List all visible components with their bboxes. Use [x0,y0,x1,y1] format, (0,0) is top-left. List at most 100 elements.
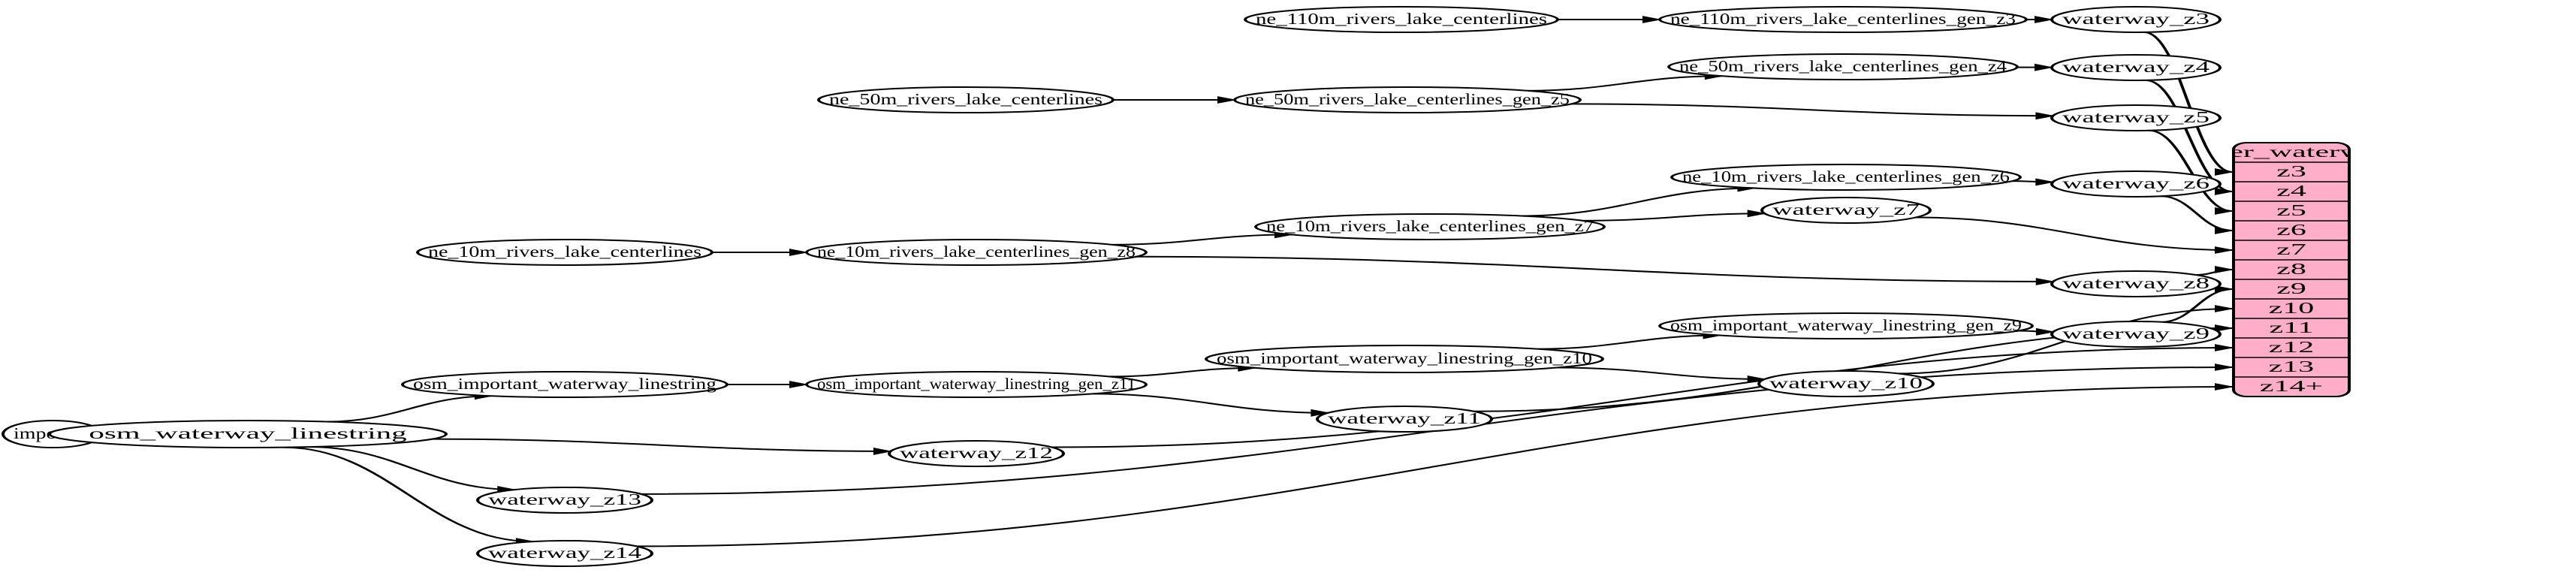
node-osm_important_waterway_linestring_gen_z11[interactable]: osm_important_waterway_linestring_gen_z1… [805,371,1148,398]
edge-arrowhead [2035,327,2056,336]
node-label: ne_10m_rivers_lake_centerlines_gen_z8 [817,243,1136,260]
edge-arrowhead [2215,344,2234,351]
node-waterway_z3[interactable]: waterway_z3 [2050,6,2222,33]
record-border [2232,142,2351,397]
node-shape [1658,6,2028,33]
node-label: waterway_z7 [1772,201,1920,218]
edge-arrowhead [2215,266,2234,273]
edge-osm_important_waterway_linestring_gen_z11-to-waterway_z11 [1092,393,1329,414]
record-row-hit-z13[interactable] [2234,357,2349,377]
record-row-hit-z10[interactable] [2234,299,2349,318]
edge-waterway_z7-to-layer_waterway_z7 [1915,216,2233,251]
node-osm_important_waterway_linestring_gen_z10[interactable]: osm_important_waterway_linestring_gen_z1… [1205,345,1604,373]
record-row-z8: z8 [2276,260,2306,277]
node-label: ne_50m_rivers_lake_centerlines_gen_z4 [1679,57,2007,74]
node-shape [1254,213,1606,240]
node-label: waterway_z14 [488,544,641,561]
edge-arrowhead [2215,285,2234,293]
node-waterway_z14[interactable]: waterway_z14 [476,540,653,567]
edge-arrowhead [789,381,809,388]
record-node-layer-waterway: layer_waterwayz3z4z5z6z7z8z9z10z11z12z13… [2234,143,2349,397]
edge-osm_waterway_linestring-to-waterway_z14 [283,446,533,543]
record-row-hit-z11[interactable] [2234,318,2349,338]
edge-arrowhead [2215,305,2234,312]
node-label: osm_important_waterway_linestring [413,375,716,392]
record-row-hit-z6[interactable] [2234,221,2349,240]
edge-arrowhead [1747,210,1767,218]
record-row-hit-z12[interactable] [2234,338,2349,357]
node-shape [2050,6,2222,33]
node-osm_important_waterway_linestring[interactable]: osm_important_waterway_linestring [401,371,728,398]
node-label: ne_110m_rivers_lake_centerlines_gen_z3 [1670,10,2016,27]
node-shape [2050,170,2222,198]
edge-arrowhead [2215,246,2234,254]
edge-waterway_z12-to-layer_waterway_z12 [1051,347,2233,448]
edge-osm_waterway_linestring-to-waterway_z12 [432,438,891,452]
node-waterway_z13[interactable]: waterway_z13 [476,487,653,514]
edge-arrowhead [2035,178,2056,186]
node-waterway_z6[interactable]: waterway_z6 [2050,170,2222,198]
record-row-hit-z4[interactable] [2234,182,2349,201]
edge-waterway_z5-to-layer_waterway_z5 [2148,129,2233,212]
node-shape [817,86,1115,113]
record-row-hit-z5[interactable] [2234,201,2349,221]
node-waterway_z5[interactable]: waterway_z5 [2050,104,2222,131]
node-waterway_z11[interactable]: waterway_z11 [1316,406,1493,433]
record-row-hit-z9[interactable] [2234,279,2349,299]
record-background [2234,143,2349,397]
record-row-z12: z12 [2269,338,2315,355]
node-label: ne_10m_rivers_lake_centerlines_gen_z6 [1682,167,2010,185]
edge-arrowhead [789,249,809,256]
node-ne_50m_rivers_lake_centerlines[interactable]: ne_50m_rivers_lake_centerlines [817,86,1115,113]
node-shape [2050,321,2222,348]
edge-osm_important_waterway_linestring_gen_z10-to-osm_important_waterway_linestring_gen_z9 [1537,334,1721,350]
node-ne_10m_rivers_lake_centerlines_gen_z8[interactable]: ne_10m_rivers_lake_centerlines_gen_z8 [805,239,1148,266]
node-waterway_z4[interactable]: waterway_z4 [2050,54,2222,81]
node-waterway_z7[interactable]: waterway_z7 [1760,197,1932,224]
edge-arrowhead [1642,16,1662,23]
edge-arrowhead [1311,409,1331,417]
edge-arrowhead [1217,96,1237,104]
node-label: osm_important_waterway_linestring_gen_z1… [1217,349,1592,366]
node-waterway_z12[interactable]: waterway_z12 [888,440,1065,467]
edge-arrowhead [2035,63,2054,71]
node-ne_10m_rivers_lake_centerlines_gen_z7[interactable]: ne_10m_rivers_lake_centerlines_gen_z7 [1254,213,1606,240]
node-ne_110m_rivers_lake_centerlines[interactable]: ne_110m_rivers_lake_centerlines [1244,6,1559,33]
node-label: ne_50m_rivers_lake_centerlines [829,90,1102,107]
node-waterway_z9[interactable]: waterway_z9 [2050,321,2222,348]
node-shape [805,371,1148,398]
node-label: waterway_z8 [2062,274,2210,291]
edges-layer [3,16,2234,547]
record-row-z3: z3 [2276,162,2306,179]
node-shape [476,487,653,514]
record-row-hit-z8[interactable] [2234,260,2349,279]
edge-osm_important_waterway_linestring_gen_z11-to-osm_important_waterway_linestring_gen_z10 [1109,366,1256,378]
node-ne_110m_rivers_lake_centerlines_gen_z3[interactable]: ne_110m_rivers_lake_centerlines_gen_z3 [1658,6,2028,33]
node-osm_waterway_linestring[interactable]: osm_waterway_linestring [48,420,448,448]
record-row-z10: z10 [2269,299,2315,316]
node-osm_important_waterway_linestring_gen_z9[interactable]: osm_important_waterway_linestring_gen_z9 [1658,312,2034,339]
record-row-z9: z9 [2276,279,2306,297]
record-row-hit-z14plus[interactable] [2234,377,2349,397]
node-ne_50m_rivers_lake_centerlines_gen_z5[interactable]: ne_50m_rivers_lake_centerlines_gen_z5 [1233,86,1582,113]
node-ne_50m_rivers_lake_centerlines_gen_z4[interactable]: ne_50m_rivers_lake_centerlines_gen_z4 [1667,53,2019,80]
edge-ne_10m_rivers_lake_centerlines_gen_z7-to-waterway_z7 [1582,213,1765,222]
node-label: waterway_z10 [1769,374,1923,391]
edge-arrowhead [2215,363,2234,371]
node-waterway_z8[interactable]: waterway_z8 [2050,270,2222,297]
edge-arrowhead [2215,324,2234,332]
node-shape [1244,6,1559,33]
node-shape [1233,86,1582,113]
record-row-hit-z7[interactable] [2234,240,2349,260]
node-waterway_z10[interactable]: waterway_z10 [1757,370,1935,397]
node-label: waterway_z3 [2062,10,2210,27]
edge-ne_10m_rivers_lake_centerlines_gen_z8-to-ne_10m_rivers_lake_centerlines_gen_z7 [1112,234,1293,246]
record-row-hit-z3[interactable] [2234,162,2349,182]
record-row-z4: z4 [2276,182,2306,199]
edge-arrowhead [2215,168,2234,176]
node-ne_10m_rivers_lake_centerlines[interactable]: ne_10m_rivers_lake_centerlines [416,239,713,266]
edge-waterway_z14-to-layer_waterway_z14_ [636,386,2233,547]
node-shape [1670,164,2022,191]
node-ne_10m_rivers_lake_centerlines_gen_z6[interactable]: ne_10m_rivers_lake_centerlines_gen_z6 [1670,164,2022,191]
